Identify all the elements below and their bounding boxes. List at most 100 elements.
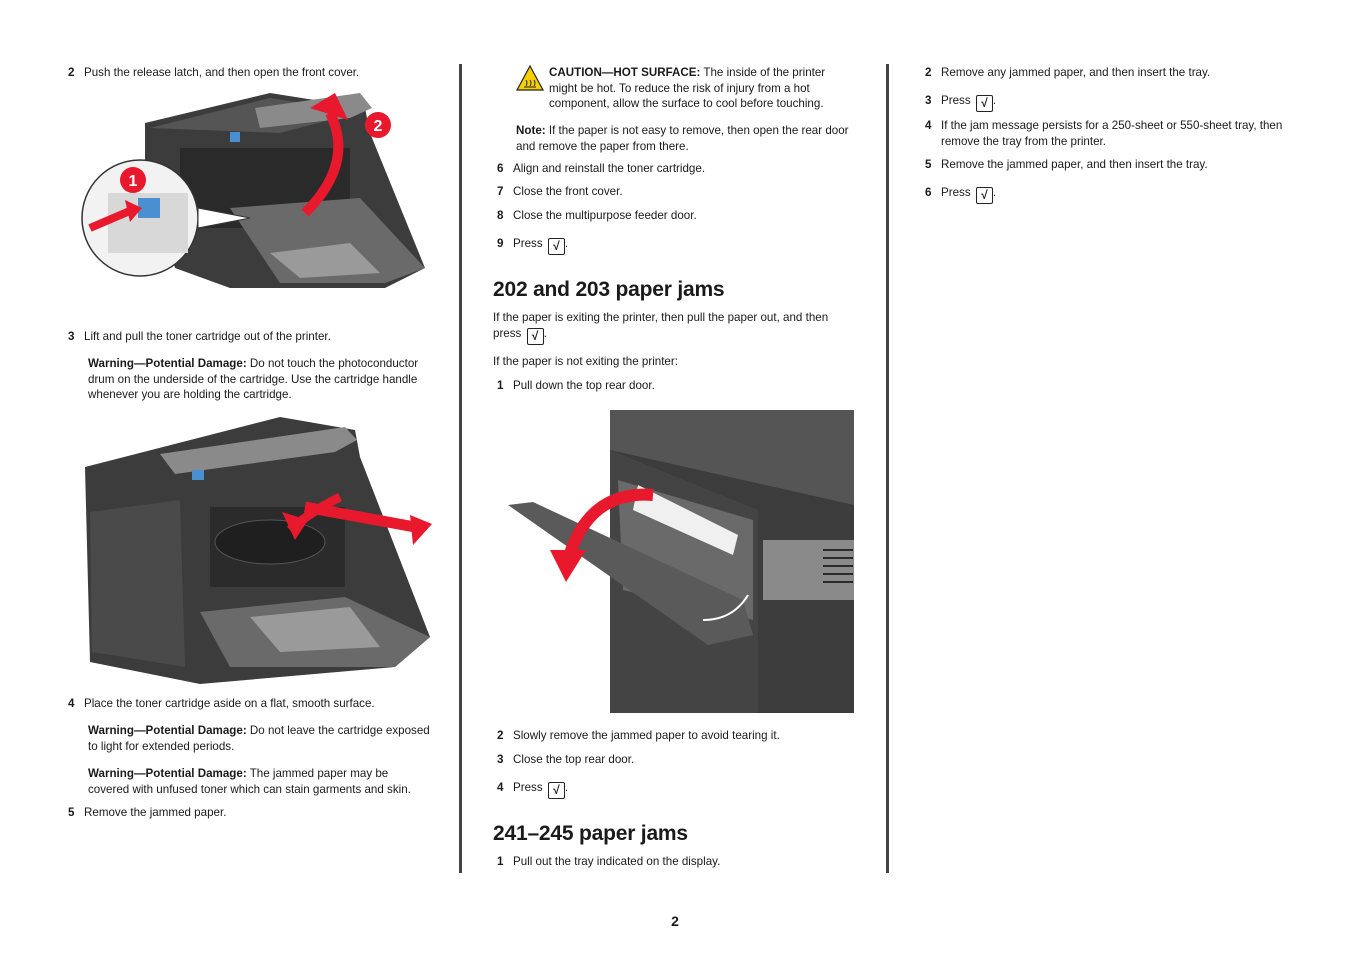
step-text: Press (513, 237, 543, 250)
warning-photoconductor: Warning—Potential Damage: Do not touch t… (88, 356, 430, 403)
checkmark-button-icon: √ (975, 95, 993, 112)
hot-surface-warning-icon (516, 65, 544, 91)
step-text: Lift and pull the toner cartridge out of… (84, 330, 331, 343)
column-divider-right (886, 64, 889, 873)
step-6-reinstall-toner: 6 Align and reinstall the toner cartridg… (497, 161, 857, 177)
pull-down-arrow (562, 488, 654, 562)
step-3-press-check: 3 Press √. (925, 93, 1290, 112)
step-3-close-rear-door: 3 Close the top rear door. (497, 752, 857, 768)
step-1-pull-tray: 1 Pull out the tray indicated on the dis… (497, 854, 857, 870)
step-text: Pull out the tray indicated on the displ… (513, 855, 721, 868)
callout-2-marker (365, 112, 391, 138)
warning-unfused-toner: Warning—Potential Damage: The jammed pap… (88, 766, 430, 797)
step-number: 7 (497, 185, 504, 198)
period: . (564, 237, 569, 250)
column-divider-left (459, 64, 462, 873)
step-text: Close the multipurpose feeder door. (513, 209, 697, 222)
step-2-release-latch: 2 Push the release latch, and then open … (68, 65, 438, 81)
page-number: 2 (671, 913, 679, 929)
step-text: Remove the jammed paper. (84, 806, 227, 819)
step-text: If the jam message persists for a 250-sh… (941, 119, 1283, 148)
step-number: 5 (68, 806, 75, 819)
step-number: 4 (925, 119, 932, 132)
warning-text: Do not touch the photoconductor drum on … (88, 357, 419, 401)
warning-text: The jammed paper may be covered with unf… (88, 767, 411, 796)
front-cover (160, 427, 357, 474)
printer-rear-door-illustration (508, 410, 854, 713)
caution-label: CAUTION—HOT SURFACE: (549, 66, 701, 79)
jammed-paper (633, 485, 738, 555)
step-number: 8 (497, 209, 504, 222)
printer-open-front-cover-illustration: 1 2 (81, 93, 425, 288)
period: . (992, 94, 997, 107)
step-text: Pull down the top rear door. (513, 379, 655, 392)
step-number: 3 (925, 94, 932, 107)
step-text: Remove the jammed paper, and then insert… (941, 158, 1208, 171)
checkmark-button-icon: √ (547, 782, 565, 799)
step-number: 6 (497, 162, 504, 175)
checkmark-button-icon: √ (547, 238, 565, 255)
step-number: 9 (497, 237, 504, 250)
warning-label: Warning—Potential Damage: (88, 724, 247, 737)
step-number: 4 (497, 781, 504, 794)
step-text: Slowly remove the jammed paper to avoid … (513, 729, 780, 742)
step-number: 1 (497, 379, 504, 392)
caution-hot-surface: CAUTION—HOT SURFACE: The inside of the p… (549, 65, 854, 112)
step-2-remove-slowly: 2 Slowly remove the jammed paper to avoi… (497, 728, 857, 744)
step-text: Press (513, 781, 543, 794)
step-4-place-aside: 4 Place the toner cartridge aside on a f… (68, 696, 438, 712)
callout-1-marker (120, 167, 146, 193)
step-text: Place the toner cartridge aside on a fla… (84, 697, 375, 710)
callout-2-label: 2 (374, 118, 383, 135)
period: . (564, 781, 569, 794)
warning-light-exposure: Warning—Potential Damage: Do not leave t… (88, 723, 430, 754)
checkmark-button-icon: √ (526, 327, 544, 345)
open-arrow (301, 110, 344, 217)
step-number: 2 (925, 66, 932, 79)
step-7-close-cover: 7 Close the front cover. (497, 184, 857, 200)
step-4-remove-tray: 4 If the jam message persists for a 250-… (925, 118, 1290, 149)
note-rear-door: Note: If the paper is not easy to remove… (516, 123, 861, 154)
release-latch (192, 470, 204, 480)
note-text: If the paper is not easy to remove, then… (516, 124, 849, 153)
step-2-insert-tray: 2 Remove any jammed paper, and then inse… (925, 65, 1290, 81)
front-cover (255, 93, 372, 128)
step-5-remove-jammed: 5 Remove the jammed paper, and then inse… (925, 157, 1290, 173)
step-3-lift-toner: 3 Lift and pull the toner cartridge out … (68, 329, 438, 345)
step-4-press-check: 4 Press √. (497, 780, 857, 799)
warning-text: Do not leave the cartridge exposed to li… (88, 724, 430, 753)
printer-remove-toner-illustration (85, 417, 432, 684)
step-number: 2 (497, 729, 504, 742)
heading-241-245-paper-jams: 241–245 paper jams (493, 822, 688, 845)
step-number: 4 (68, 697, 75, 710)
step-text: Push the release latch, and then open th… (84, 66, 360, 79)
note-label: Note: (516, 124, 546, 137)
rear-door (508, 502, 753, 645)
step-number: 3 (497, 753, 504, 766)
warning-label: Warning—Potential Damage: (88, 767, 247, 780)
step-5-remove-jammed: 5 Remove the jammed paper. (68, 805, 438, 821)
step-number: 1 (497, 855, 504, 868)
step-text: Remove any jammed paper, and then insert… (941, 66, 1211, 79)
intro-paper-not-exiting: If the paper is not exiting the printer: (493, 355, 678, 368)
step-text: Press (941, 94, 971, 107)
checkmark-button-icon: √ (975, 187, 993, 204)
step-6-press-check: 6 Press √. (925, 185, 1290, 204)
period: . (543, 326, 547, 340)
step-number: 3 (68, 330, 75, 343)
step-text: Press (941, 186, 971, 199)
step-number: 5 (925, 158, 932, 171)
step-9-press-check: 9 Press √. (497, 236, 857, 255)
heading-202-203-paper-jams: 202 and 203 paper jams (493, 278, 725, 301)
release-latch (230, 132, 240, 142)
intro-text: If the paper is exiting the printer, the… (493, 311, 829, 340)
caution-text: The inside of the printer might be hot. … (549, 66, 826, 110)
step-text: Align and reinstall the toner cartridge. (513, 162, 706, 175)
callout-1-label: 1 (129, 173, 138, 190)
step-text: Close the top rear door. (513, 753, 635, 766)
step-text: Close the front cover. (513, 185, 623, 198)
warning-label: Warning—Potential Damage: (88, 357, 247, 370)
period: . (992, 186, 997, 199)
step-1-pull-rear-door: 1 Pull down the top rear door. (497, 378, 857, 394)
step-number: 6 (925, 186, 932, 199)
